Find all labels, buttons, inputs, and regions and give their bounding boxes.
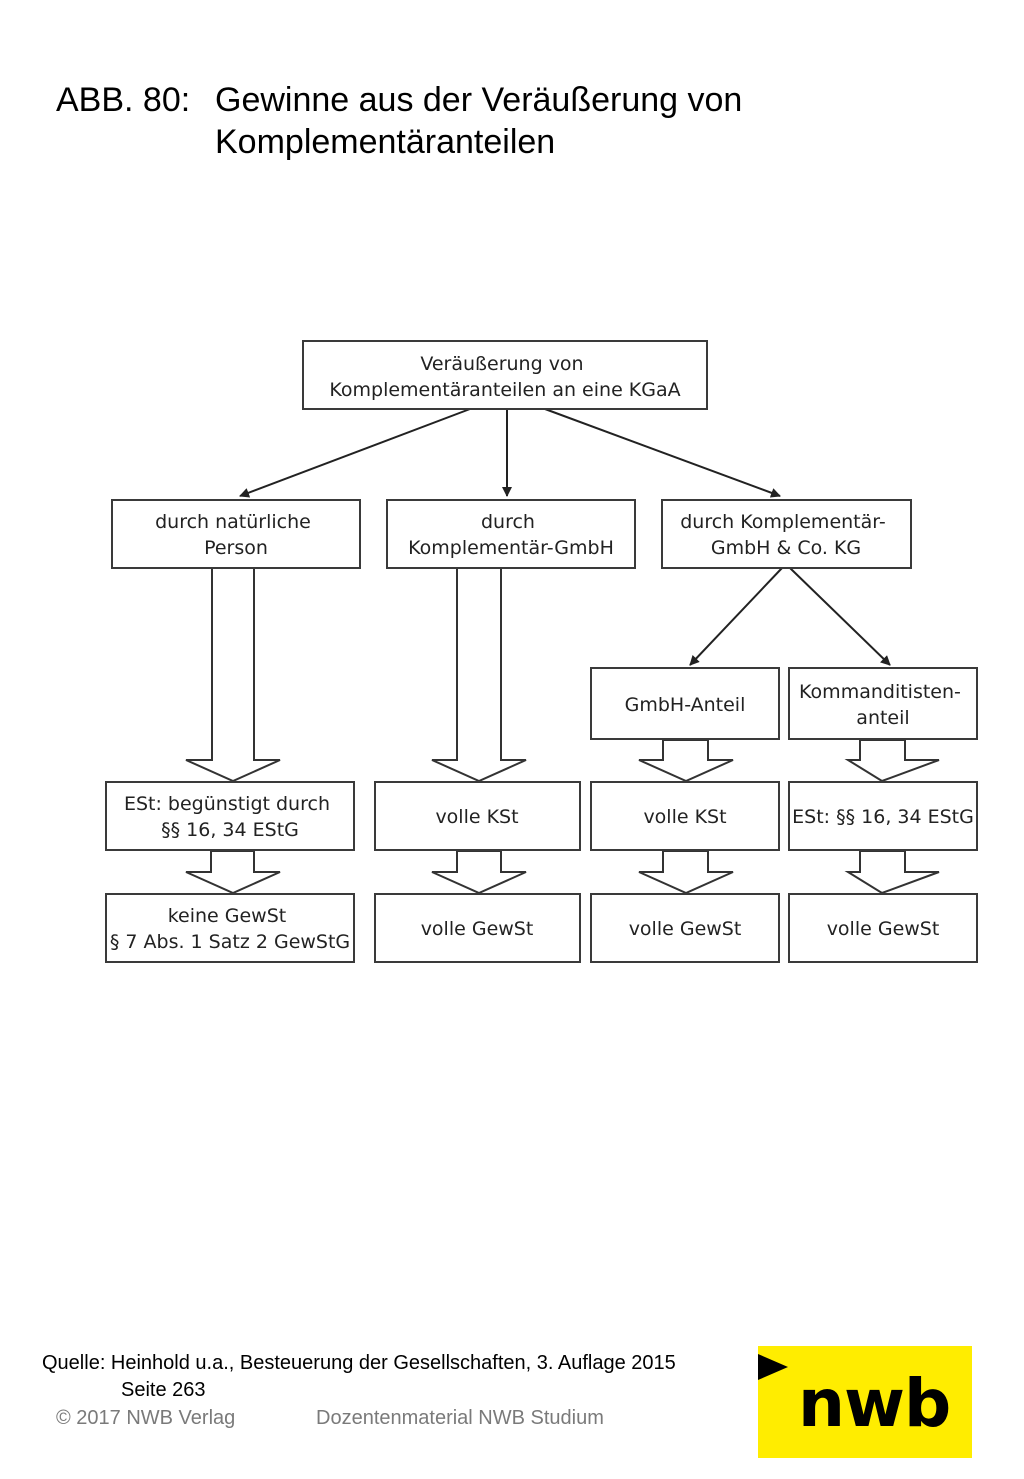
node-trade-tax-gmbh: volle GewSt: [374, 893, 581, 963]
node-limited-partner-share-line2: anteil: [856, 707, 909, 729]
arrow-kg-to-gmbh-share: [689, 567, 783, 666]
node-income-tax-gmbh: volle KSt: [374, 781, 581, 851]
svg-text:volle GewSt: volle GewSt: [827, 918, 940, 940]
copyright: © 2017 NWB Verlag: [56, 1407, 236, 1429]
svg-text:volle GewSt: volle GewSt: [421, 918, 534, 940]
arrow-root-to-natural-person: [239, 408, 471, 498]
source-citation: Quelle: Heinhold u.a., Besteuerung der G…: [42, 1352, 676, 1374]
node-trade-tax-natural-person: keine GewSt § 7 Abs. 1 Satz 2 GewStG: [105, 893, 355, 963]
node-natural-person: durch natürliche Person: [111, 499, 361, 569]
node-income-tax-natural-person-line2: §§ 16, 34 EStG: [161, 819, 299, 841]
node-limited-partner-share: Kommanditisten- anteil: [788, 667, 978, 740]
node-income-tax-gmbh-line1: volle KSt: [435, 806, 518, 828]
node-gmbh-share-line1: GmbH-Anteil: [625, 694, 746, 716]
svg-text:Kommanditisten- anteil: Kommanditisten- anteil: [799, 681, 967, 729]
hollow-arrow-gmbh-trade: [431, 850, 527, 895]
node-gmbh-line2: Komplementär-GmbH: [408, 537, 614, 559]
hollow-arrow-natural-person-income: [185, 567, 281, 783]
hollow-arrows: [185, 567, 940, 895]
hollow-arrow-limited-partner-income: [844, 739, 940, 783]
node-trade-tax-natural-person-line2: § 7 Abs. 1 Satz 2 GewStG: [110, 931, 350, 953]
source-page: Seite 263: [121, 1379, 206, 1401]
node-gmbh-co-kg-line2: GmbH & Co. KG: [711, 537, 861, 559]
node-trade-tax-gmbh-share: volle GewSt: [590, 893, 780, 963]
figure-number: ABB. 80:: [56, 81, 191, 119]
node-root: Veräußerung von Komplementäranteilen an …: [302, 340, 708, 410]
svg-text:ESt: begünstigt durch §§: ESt: begünstigt durch §§ 16, 34 EStG: [124, 793, 336, 841]
node-gmbh-co-kg: durch Komplementär- GmbH & Co. KG: [661, 499, 912, 569]
node-gmbh: durch Komplementär-GmbH: [386, 499, 636, 569]
node-income-tax-limited-partner-line1: ESt: §§ 16, 34 EStG: [792, 806, 974, 828]
node-natural-person-line1: durch natürliche: [155, 511, 311, 533]
hollow-arrow-gmbh-share-income: [638, 739, 734, 783]
page-title-line1: Gewinne aus der Veräußerung von: [215, 81, 743, 119]
hollow-arrow-natural-person-trade: [185, 850, 281, 895]
arrow-kg-to-limited-partner-share: [789, 567, 891, 666]
hollow-arrow-gmbh-share-trade: [638, 850, 734, 895]
node-income-tax-gmbh-share: volle KSt: [590, 781, 780, 851]
node-gmbh-line1: durch: [481, 511, 535, 533]
svg-text:volle GewSt: volle GewSt: [629, 918, 742, 940]
connectors: [239, 408, 891, 666]
node-trade-tax-limited-partner: volle GewSt: [788, 893, 978, 963]
node-income-tax-limited-partner: ESt: §§ 16, 34 EStG: [788, 781, 978, 851]
svg-text:Veräußerung von Kompleme: Veräußerung von Komplementäranteilen an …: [329, 353, 680, 401]
svg-text:durch natürliche Person: durch natürliche Person: [155, 511, 317, 559]
svg-text:durch Komplementär- GmbH: durch Komplementär- GmbH & Co. KG: [680, 511, 892, 559]
node-limited-partner-share-line1: Kommanditisten-: [799, 681, 961, 703]
svg-text:ESt: §§ 16, 34 EStG: ESt: §§ 16, 34 EStG: [792, 806, 974, 828]
svg-text:durch Komplementär-GmbH: durch Komplementär-GmbH: [408, 511, 614, 559]
node-trade-tax-gmbh-line1: volle GewSt: [421, 918, 534, 940]
hollow-arrow-limited-partner-trade: [844, 850, 940, 895]
node-trade-tax-natural-person-line1: keine GewSt: [168, 905, 287, 927]
logo-arrow-icon: [758, 1354, 788, 1380]
svg-text:GmbH-Anteil: GmbH-Anteil: [625, 694, 746, 716]
node-income-tax-gmbh-share-line1: volle KSt: [643, 806, 726, 828]
node-root-line2: Komplementäranteilen an eine KGaA: [329, 379, 680, 401]
page-title-line2: Komplementäranteilen: [215, 123, 556, 161]
node-income-tax-natural-person: ESt: begünstigt durch §§ 16, 34 EStG: [105, 781, 355, 851]
node-trade-tax-limited-partner-line1: volle GewSt: [827, 918, 940, 940]
course-material-label: Dozentenmaterial NWB Studium: [316, 1407, 604, 1429]
node-trade-tax-gmbh-share-line1: volle GewSt: [629, 918, 742, 940]
node-income-tax-natural-person-line1: ESt: begünstigt durch: [124, 793, 330, 815]
logo-text: nwb: [798, 1365, 951, 1442]
svg-text:volle KSt: volle KSt: [435, 806, 518, 828]
arrow-root-to-gmbh-co-kg: [544, 408, 781, 498]
node-natural-person-line2: Person: [204, 537, 268, 559]
nwb-logo: nwb: [758, 1346, 972, 1458]
hollow-arrow-gmbh-income: [431, 567, 527, 783]
node-gmbh-co-kg-line1: durch Komplementär-: [680, 511, 885, 533]
svg-text:keine GewSt § 7 Abs. 1 S: keine GewSt § 7 Abs. 1 Satz 2 GewStG: [110, 905, 350, 953]
svg-text:volle KSt: volle KSt: [643, 806, 726, 828]
node-root-line1: Veräußerung von: [420, 353, 583, 375]
node-gmbh-share: GmbH-Anteil: [590, 667, 780, 740]
